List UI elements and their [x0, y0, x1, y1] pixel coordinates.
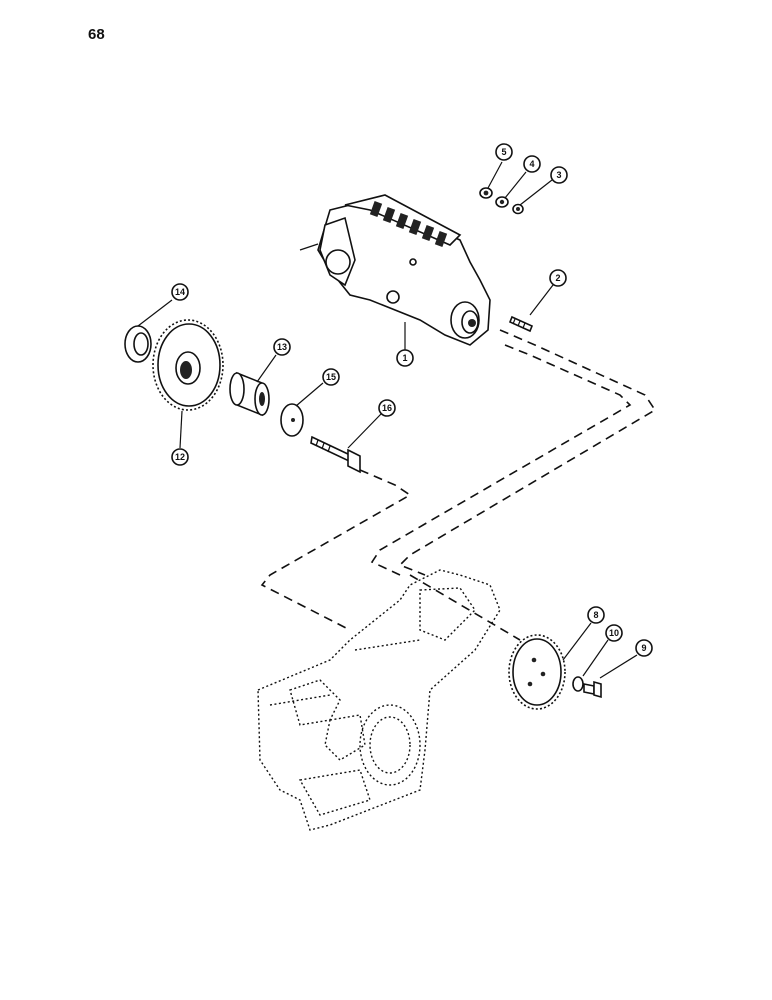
callout-label: 15 [326, 372, 336, 382]
callout-label: 4 [529, 159, 534, 169]
callout-label: 12 [175, 452, 185, 462]
callout-14: 14 [171, 283, 189, 301]
callout-15: 15 [322, 368, 340, 386]
callout-2: 2 [549, 269, 567, 287]
leader-lines [137, 161, 638, 679]
callout-10: 10 [605, 624, 623, 642]
callout-16: 16 [378, 399, 396, 417]
drive-gear [152, 319, 224, 411]
callout-8: 8 [587, 606, 605, 624]
callout-label: 2 [555, 273, 560, 283]
pump-drive-gear [508, 634, 566, 710]
pump-hardware [479, 187, 524, 215]
callout-label: 3 [556, 170, 561, 180]
callout-9: 9 [635, 639, 653, 657]
stud [508, 315, 534, 333]
callout-label: 14 [175, 287, 185, 297]
hub [229, 371, 270, 417]
callout-label: 9 [641, 643, 646, 653]
injection-pump [299, 194, 491, 346]
callout-13: 13 [273, 338, 291, 356]
callout-label: 5 [501, 147, 506, 157]
bolt [310, 435, 361, 474]
gear-housing [257, 569, 501, 831]
page-number: 68 [88, 26, 105, 43]
gear-washer-capscrew [572, 676, 602, 699]
callout-label: 1 [402, 353, 407, 363]
callout-label: 13 [277, 342, 287, 352]
callout-label: 8 [593, 610, 598, 620]
callout-12: 12 [171, 448, 189, 466]
thrust-washer [124, 325, 152, 363]
callout-label: 16 [382, 403, 392, 413]
callout-5: 5 [495, 143, 513, 161]
callout-label: 10 [609, 628, 619, 638]
flat-washer [280, 403, 304, 437]
assembly-lines [260, 329, 657, 641]
callout-1: 1 [396, 349, 414, 367]
callout-3: 3 [550, 166, 568, 184]
callout-4: 4 [523, 155, 541, 173]
